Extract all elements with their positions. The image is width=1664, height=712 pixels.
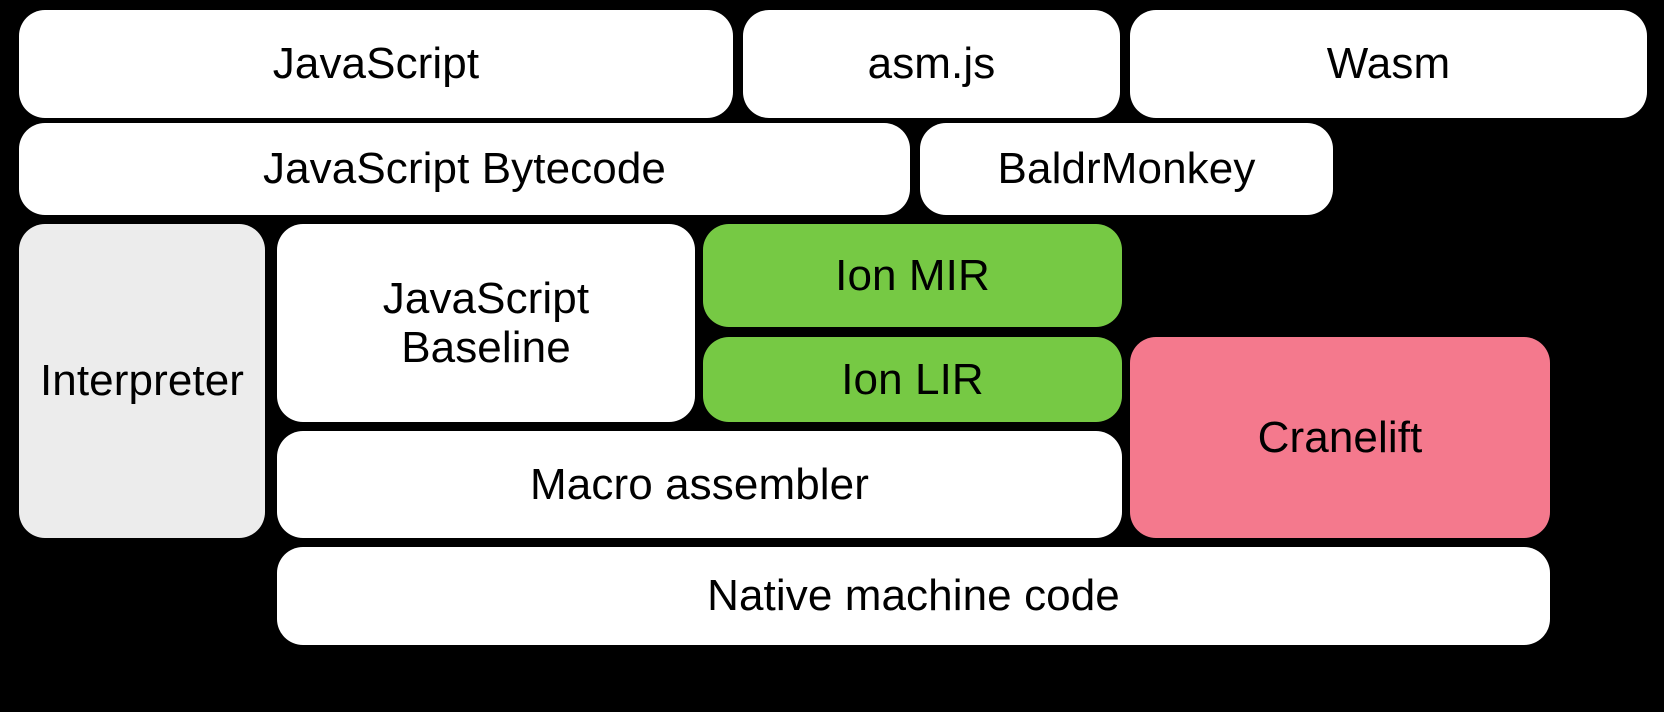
node-wasm: Wasm	[1130, 10, 1647, 118]
node-macro-assembler: Macro assembler	[277, 431, 1122, 538]
node-asm-js: asm.js	[743, 10, 1120, 118]
node-cranelift: Cranelift	[1130, 337, 1550, 538]
node-baldrmonkey: BaldrMonkey	[920, 123, 1333, 215]
node-ion-mir: Ion MIR	[703, 224, 1122, 327]
node-javascript-baseline: JavaScript Baseline	[277, 224, 695, 422]
node-javascript: JavaScript	[19, 10, 733, 118]
node-interpreter: Interpreter	[19, 224, 265, 538]
node-ion-lir: Ion LIR	[703, 337, 1122, 422]
node-javascript-bytecode: JavaScript Bytecode	[19, 123, 910, 215]
node-native-machine-code: Native machine code	[277, 547, 1550, 645]
